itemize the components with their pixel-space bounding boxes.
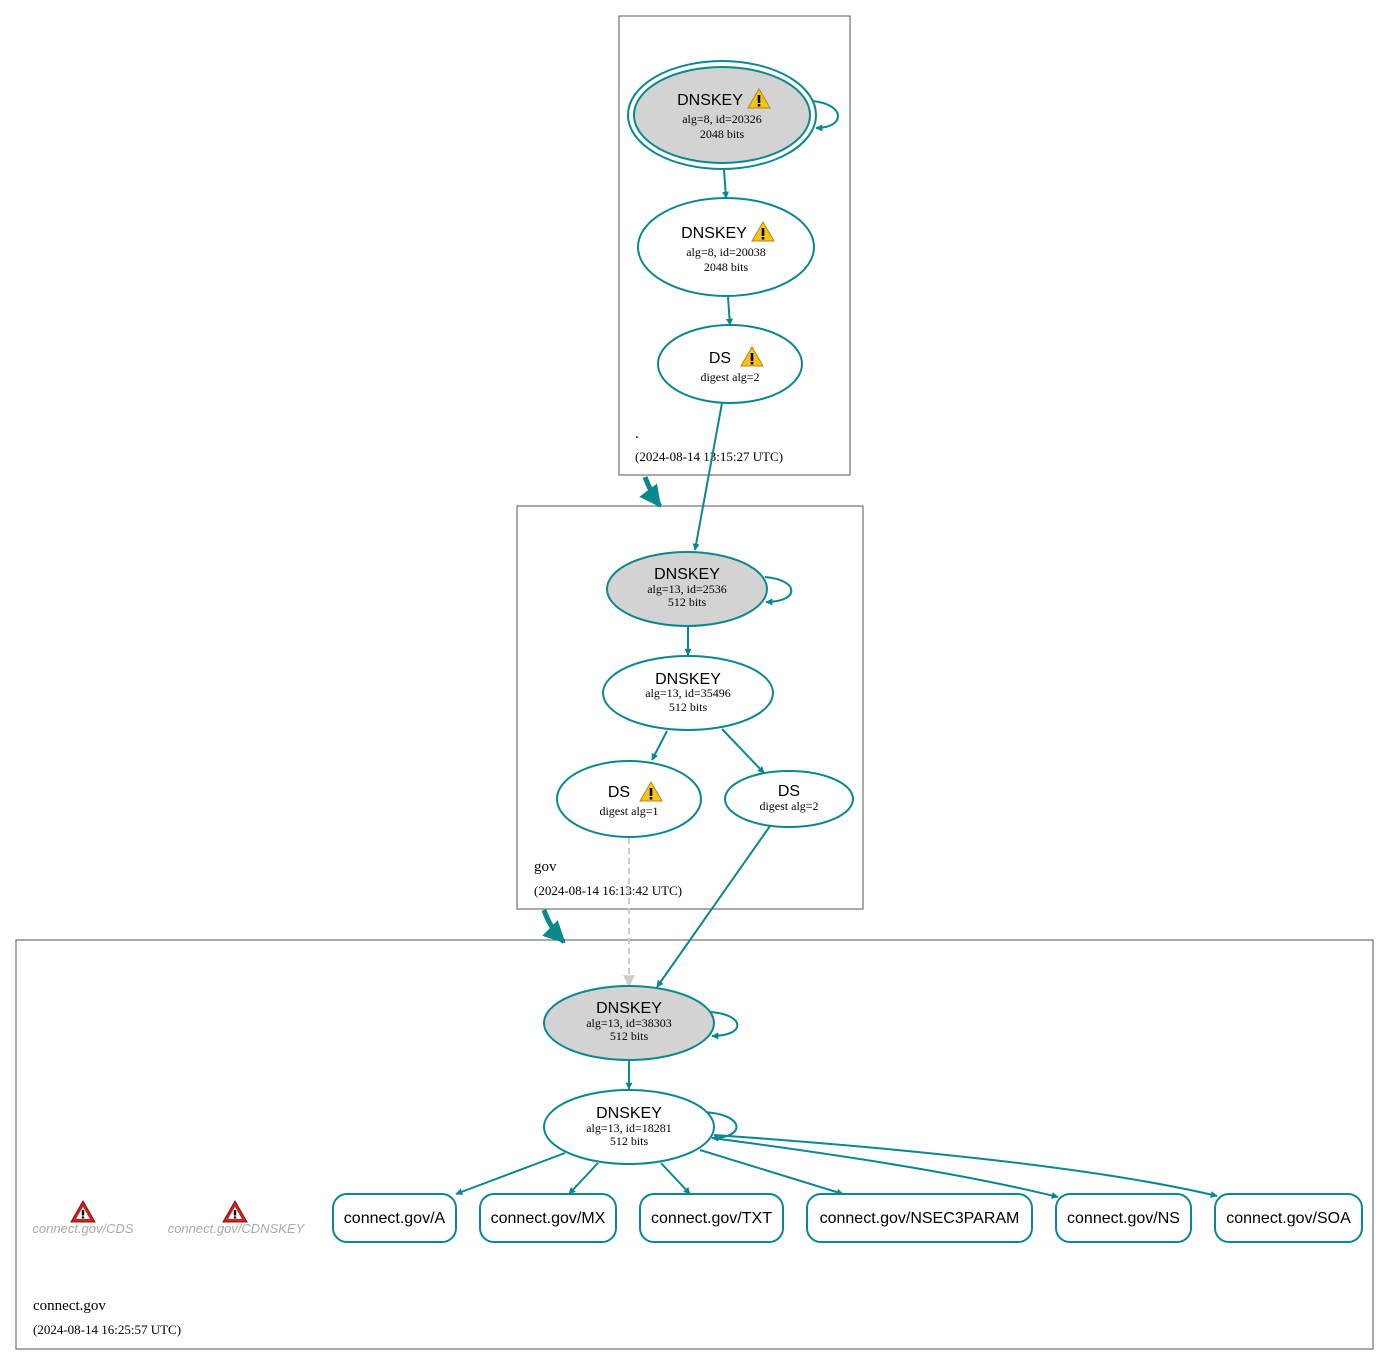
delegation-edge-root-gov bbox=[639, 476, 663, 508]
rrset-node-nsec3param[interactable]: connect.gov/NSEC3PARAM bbox=[806, 1193, 1033, 1243]
missing-rrset-cdnskey[interactable]: connect.gov/CDNSKEY bbox=[168, 1199, 306, 1236]
node-shape bbox=[602, 655, 774, 731]
rrset-node-a[interactable]: connect.gov/A bbox=[332, 1193, 457, 1243]
rrset-node-mx[interactable]: connect.gov/MX bbox=[479, 1193, 617, 1243]
warning-icon bbox=[751, 221, 775, 242]
edge-cg-zsk-to-txt bbox=[660, 1162, 691, 1195]
node-shape bbox=[637, 197, 815, 297]
ds-node-root[interactable]: DS digest alg=2 bbox=[657, 324, 803, 404]
rrset-node-soa[interactable]: connect.gov/SOA bbox=[1214, 1193, 1363, 1243]
rrset-box bbox=[806, 1193, 1033, 1243]
delegation-edge-gov-connect bbox=[541, 909, 566, 944]
self-sign-edge-root-ksk bbox=[811, 100, 839, 132]
node-title: DNSKEY bbox=[677, 92, 743, 109]
node-shape bbox=[606, 551, 768, 627]
node-title: DS bbox=[709, 350, 731, 367]
edge-cg-zsk-to-ns bbox=[711, 1137, 1059, 1199]
zone-name-root: . bbox=[635, 426, 639, 442]
node-title: DNSKEY bbox=[654, 566, 720, 583]
node-title: DNSKEY bbox=[596, 1105, 662, 1122]
node-algorithm: alg=13, id=18281 bbox=[586, 1121, 672, 1135]
missing-rrset-cds[interactable]: connect.gov/CDS bbox=[32, 1199, 134, 1236]
node-key-size: 512 bits bbox=[669, 700, 708, 714]
error-icon bbox=[70, 1199, 96, 1223]
rrset-node-txt[interactable]: connect.gov/TXT bbox=[639, 1193, 784, 1243]
edge-gov-ds2-to-cg-ksk bbox=[656, 825, 771, 988]
rrset-box bbox=[1055, 1193, 1192, 1243]
edge-root-ds-to-gov-ksk bbox=[692, 402, 723, 551]
node-shape bbox=[657, 324, 803, 404]
warning-icon bbox=[639, 781, 663, 802]
node-title: DNSKEY bbox=[596, 1000, 662, 1017]
node-shape bbox=[633, 66, 811, 164]
node-algorithm: alg=13, id=35496 bbox=[645, 686, 731, 700]
node-algorithm: alg=8, id=20326 bbox=[682, 112, 762, 126]
edge-cg-zsk-to-soa bbox=[713, 1134, 1218, 1198]
self-sign-edge-gov-ksk bbox=[764, 576, 793, 606]
edge-root-ksk-to-zsk bbox=[722, 168, 730, 199]
rrset-label: connect.gov/NSEC3PARAM bbox=[820, 1210, 1020, 1227]
rrset-label: connect.gov/TXT bbox=[651, 1210, 772, 1227]
rrset-box bbox=[479, 1193, 617, 1243]
node-key-size: 2048 bits bbox=[704, 260, 749, 274]
missing-rrset-label: connect.gov/CDNSKEY bbox=[168, 1221, 306, 1236]
dnskey-node-gov-zsk[interactable]: DNSKEY alg=13, id=35496 512 bits bbox=[602, 655, 774, 731]
edge-root-zsk-to-ds bbox=[726, 296, 734, 326]
node-algorithm: alg=13, id=38303 bbox=[586, 1016, 672, 1030]
node-digest: digest alg=1 bbox=[599, 804, 658, 818]
zone-box-gov bbox=[516, 505, 864, 910]
node-shape bbox=[724, 770, 854, 828]
zone-name-connect-gov: connect.gov bbox=[33, 1298, 106, 1314]
edge-cg-zsk-to-a bbox=[455, 1152, 566, 1196]
node-shape bbox=[543, 1089, 715, 1165]
node-key-size: 512 bits bbox=[668, 595, 707, 609]
zone-timestamp-connect-gov: (2024-08-14 16:25:57 UTC) bbox=[33, 1322, 181, 1337]
node-title: DS bbox=[608, 784, 630, 801]
rrset-label: connect.gov/SOA bbox=[1226, 1210, 1351, 1227]
missing-rrset-label: connect.gov/CDS bbox=[32, 1221, 133, 1236]
ds-node-gov-digest-2[interactable]: DS digest alg=2 bbox=[724, 770, 854, 828]
node-shape bbox=[556, 760, 702, 838]
node-key-size: 512 bits bbox=[610, 1134, 649, 1148]
rrset-box bbox=[1214, 1193, 1363, 1243]
node-algorithm: alg=8, id=20038 bbox=[686, 245, 766, 259]
dnskey-node-connect-gov-zsk[interactable]: DNSKEY alg=13, id=18281 512 bits bbox=[543, 1089, 715, 1165]
warning-icon bbox=[747, 88, 771, 109]
node-title: DNSKEY bbox=[655, 671, 721, 688]
ds-node-gov-digest-1[interactable]: DS digest alg=1 bbox=[556, 760, 702, 838]
dnskey-node-root-ksk[interactable]: DNSKEY alg=8, id=20326 2048 bits bbox=[627, 60, 817, 170]
edge-gov-zsk-to-ds1 bbox=[651, 730, 668, 761]
zone-timestamp-root: (2024-08-14 13:15:27 UTC) bbox=[635, 449, 783, 464]
rrset-box bbox=[639, 1193, 784, 1243]
zone-box-connect-gov bbox=[15, 939, 1374, 1350]
node-title: DS bbox=[778, 783, 800, 800]
zone-timestamp-gov: (2024-08-14 16:13:42 UTC) bbox=[534, 883, 682, 898]
rrset-label: connect.gov/A bbox=[344, 1210, 446, 1227]
rrset-label: connect.gov/NS bbox=[1067, 1210, 1180, 1227]
node-title: DNSKEY bbox=[681, 225, 747, 242]
dnskey-node-root-zsk[interactable]: DNSKEY alg=8, id=20038 2048 bits bbox=[637, 197, 815, 297]
edge-gov-zsk-to-ds2 bbox=[721, 728, 765, 774]
node-key-size: 512 bits bbox=[610, 1029, 649, 1043]
edge-cg-zsk-to-mx bbox=[568, 1162, 599, 1195]
zone-box-root bbox=[618, 15, 851, 476]
rrset-node-ns[interactable]: connect.gov/NS bbox=[1055, 1193, 1192, 1243]
self-sign-edge-cg-zsk bbox=[702, 1111, 738, 1142]
node-shape bbox=[543, 985, 715, 1061]
node-digest: digest alg=2 bbox=[700, 370, 759, 384]
self-sign-edge-cg-ksk bbox=[710, 1011, 739, 1040]
rrset-box bbox=[332, 1193, 457, 1243]
error-icon bbox=[222, 1199, 248, 1223]
warning-icon bbox=[740, 346, 764, 367]
rrset-label: connect.gov/MX bbox=[491, 1210, 606, 1227]
zone-name-gov: gov bbox=[534, 859, 557, 875]
dnskey-node-connect-gov-ksk[interactable]: DNSKEY alg=13, id=38303 512 bits bbox=[543, 985, 715, 1061]
node-algorithm: alg=13, id=2536 bbox=[647, 582, 727, 596]
dnskey-node-gov-ksk[interactable]: DNSKEY alg=13, id=2536 512 bits bbox=[606, 551, 768, 627]
edge-cg-zsk-to-nsec3param bbox=[699, 1149, 844, 1196]
node-outer-ring bbox=[627, 60, 817, 170]
node-digest: digest alg=2 bbox=[759, 799, 818, 813]
node-key-size: 2048 bits bbox=[700, 127, 745, 141]
